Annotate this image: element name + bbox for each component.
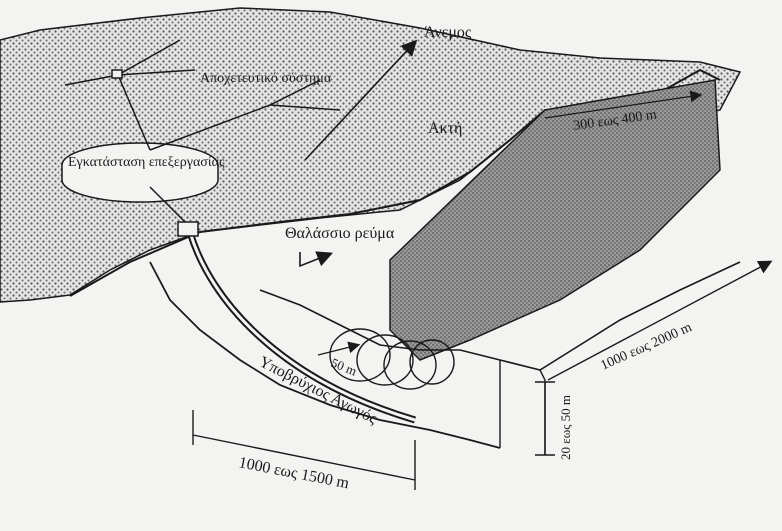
- treatment-plant-label: Εγκατάσταση επεξεργασίας: [68, 155, 225, 170]
- seabed-profile: [149, 261, 501, 449]
- sewer-network-label: Αποχετευτικό σύστημα: [200, 71, 332, 86]
- coast-label: Ακτή: [428, 120, 462, 137]
- sewer-network-lines: [64, 39, 341, 151]
- pipe-length-label: 1000 εως 1500 m: [237, 454, 351, 492]
- pipe-length-dimension: [192, 410, 416, 490]
- outfall-pipe-label: Υποβρύχιος Αγωγός: [256, 353, 380, 427]
- wastewater-plume: [389, 79, 721, 361]
- seabed-right-face: [499, 360, 546, 455]
- wind-label: Άνεμος: [424, 24, 472, 41]
- seabed-far-edge: [259, 261, 741, 371]
- sea-current-label: Θαλάσσιο ρεύμα: [285, 225, 395, 242]
- offshore-distance-arrow: [547, 260, 773, 381]
- wind-arrow: [304, 39, 418, 161]
- depth-dimension: [535, 381, 555, 456]
- sea-current-arrow: [299, 251, 333, 268]
- diffuser-length-label: 50 m: [329, 355, 359, 379]
- treatment-plant-icon: [61, 142, 219, 203]
- depth-label: 20 εως 50 m: [558, 395, 573, 460]
- pump-station-icon: [177, 221, 199, 237]
- diffuser-rings: [329, 328, 455, 390]
